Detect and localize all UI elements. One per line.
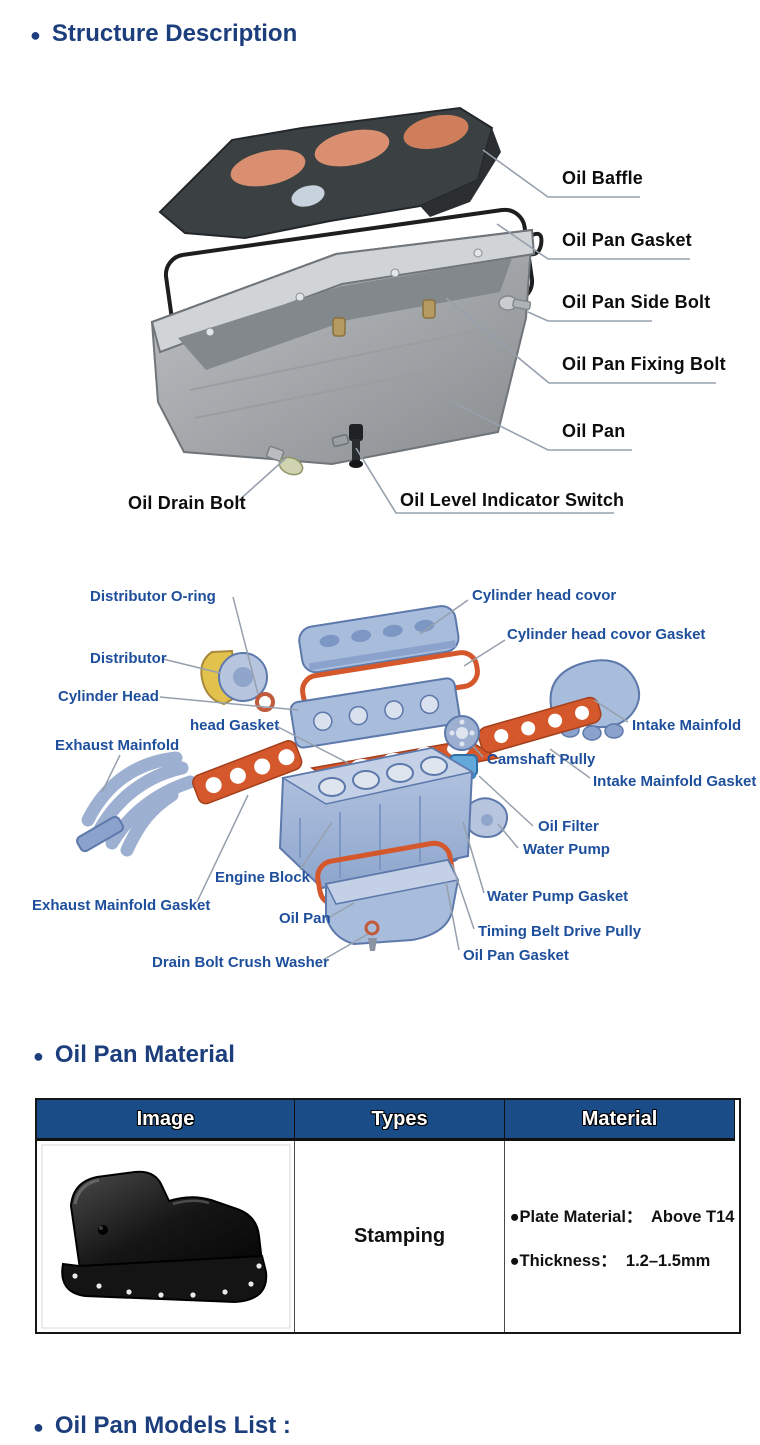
table-header-material: Material (505, 1100, 735, 1141)
exhaust-manifold-gasket-part (192, 740, 303, 805)
table-header-types: Types (295, 1100, 505, 1141)
label-oil-filter: Oil Filter (538, 818, 599, 835)
oil-pan-part (150, 228, 536, 466)
label-exhaust-manifold: Exhaust Mainfold (55, 737, 180, 754)
heading-text: Oil Pan Material (54, 1041, 235, 1068)
table-cell-types: Stamping (295, 1141, 505, 1332)
table-cell-material: ●Plate Material： Above T14 ●Thickness： 1… (505, 1141, 735, 1332)
label-oil-pan-side-bolt: Oil Pan Side Bolt (562, 292, 711, 312)
label-intake-manifold: Intake Mainfold (632, 717, 742, 734)
intake-manifold-gasket-part (477, 696, 602, 754)
label-oil-pan: Oil Pan (562, 421, 626, 441)
diagram2-leader-lines (101, 596, 629, 961)
type-value: Stamping (353, 1225, 446, 1247)
oil-pan-side-bolt-part (498, 295, 532, 311)
oil-pan-material-heading: ● Oil Pan Material (33, 1041, 235, 1069)
label-oil-level-indicator-switch: Oil Level Indicator Switch (400, 490, 625, 510)
label-exhaust-manifold-gasket: Exhaust Mainfold Gasket (32, 897, 211, 914)
distributor-part (200, 649, 268, 706)
label-distributor: Distributor (90, 650, 167, 667)
label-water-pump: Water Pump (523, 841, 610, 858)
material-line-plate: ●Plate Material： Above T14 (509, 1207, 735, 1226)
heading-text: Oil Pan Models List : (54, 1412, 291, 1439)
black-stamped-oil-pan-photo (41, 1144, 290, 1329)
bullet-icon: ● (33, 1417, 44, 1437)
oil-drain-bolt-part (266, 445, 304, 476)
oil-baffle-part (158, 106, 501, 240)
camshaft-pulley-part (444, 715, 480, 751)
engine-block-part (278, 746, 475, 890)
label-oil-pan-gasket: Oil Pan Gasket (562, 230, 692, 250)
oil-pan-models-list-heading: ● Oil Pan Models List : (33, 1412, 291, 1440)
label-engine-block: Engine Block (215, 869, 311, 886)
distributor-oring-part (255, 692, 275, 712)
structure-description-heading: ● Structure Description (30, 20, 297, 48)
cylinder-head-cover-part (298, 605, 460, 674)
cylinder-head-part (289, 677, 461, 749)
label-oil-baffle: Oil Baffle (562, 168, 644, 188)
label-oil-pan-gasket-2: Oil Pan Gasket (463, 947, 569, 964)
exhaust-flange-part (76, 815, 124, 853)
bullet-icon: ● (33, 1046, 44, 1066)
label-intake-manifold-gasket: Intake Mainfold Gasket (593, 773, 757, 790)
diagram1-leader-lines (235, 149, 716, 514)
bullet-icon: ● (30, 25, 41, 45)
oil-pan-material-table: Image Types Material (35, 1098, 741, 1334)
label-oil-drain-bolt: Oil Drain Bolt (128, 493, 246, 513)
label-water-pump-gasket: Water Pump Gasket (487, 888, 629, 905)
label-oil-pan-2: Oil Pan (279, 910, 331, 927)
oil-pan-exploded-diagram (150, 106, 716, 514)
table-cell-image (37, 1141, 295, 1332)
label-cylinder-head-cover-gasket: Cylinder head covor Gasket (507, 626, 706, 643)
drain-bolt-washer-part (364, 920, 380, 951)
label-head-gasket: head Gasket (190, 717, 280, 734)
label-distributor-oring: Distributor O-ring (90, 588, 216, 605)
water-pump-part (464, 797, 509, 839)
label-camshaft-pulley: Camshaft Pully (487, 751, 596, 768)
engine-exploded-diagram (76, 596, 641, 961)
material-line-thickness: ●Thickness： 1.2–1.5mm (509, 1251, 711, 1270)
label-oil-pan-fixing-bolt: Oil Pan Fixing Bolt (562, 354, 726, 374)
label-cylinder-head-cover: Cylinder head covor (472, 587, 617, 604)
oil-level-switch-part (331, 424, 363, 468)
label-timing-belt-pulley: Timing Belt Drive Pully (478, 923, 642, 940)
label-cylinder-head: Cylinder Head (58, 688, 159, 705)
oil-pan2-part (324, 858, 460, 946)
table-header-image: Image (37, 1100, 295, 1141)
heading-text: Structure Description (51, 20, 298, 47)
label-drain-bolt-crush-washer: Drain Bolt Crush Washer (152, 954, 329, 971)
